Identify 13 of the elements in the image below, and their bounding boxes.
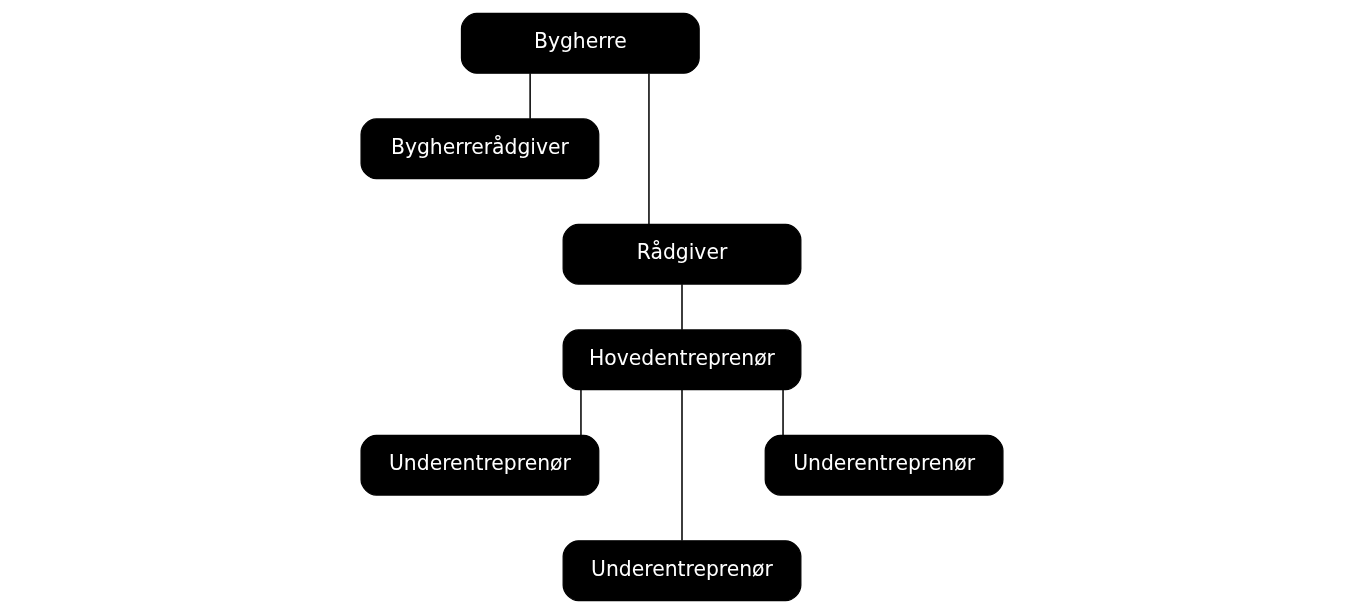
node-box: Underentreprenør bbox=[360, 434, 600, 496]
connector bbox=[529, 72, 531, 120]
node-box: Rådgiver bbox=[562, 223, 802, 285]
connector bbox=[782, 388, 784, 436]
connector bbox=[681, 389, 683, 542]
node-box: Hovedentreprenør bbox=[562, 329, 802, 391]
node-box: Bygherrerådgiver bbox=[360, 118, 600, 180]
node-box: Underentreprenør bbox=[764, 434, 1004, 496]
node-box: Bygherre bbox=[460, 12, 700, 74]
connector bbox=[681, 283, 683, 331]
connector bbox=[648, 72, 650, 225]
connector bbox=[580, 388, 582, 436]
node-box: Underentreprenør bbox=[562, 540, 802, 602]
